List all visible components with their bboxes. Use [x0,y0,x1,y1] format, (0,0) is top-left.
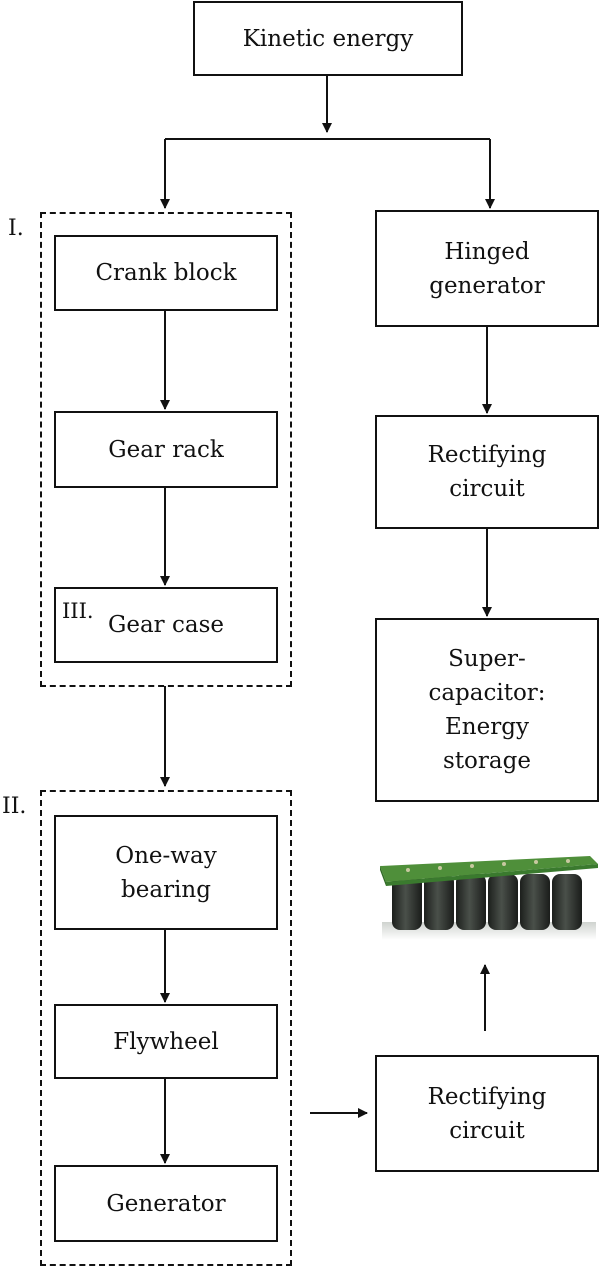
group-one-dashed [40,212,292,687]
hinged-generator-node: Hinged generator [375,210,599,327]
group-one-label: I. [8,216,24,241]
gear-case-node: Gear case [54,587,278,663]
rectifying-circuit-top-node: Rectifying circuit [375,415,599,529]
kinetic-energy-node: Kinetic energy [193,1,463,76]
capacitor-cells [392,874,582,930]
rectifying-circuit-bottom-node: Rectifying circuit [375,1055,599,1172]
generator-node: Generator [54,1165,278,1242]
flywheel-node: Flywheel [54,1004,278,1079]
group-two-label: II. [2,794,27,819]
one-way-bearing-node: One-way bearing [54,815,278,930]
pcb-board [380,856,598,886]
gear-rack-node: Gear rack [54,411,278,488]
crank-block-node: Crank block [54,235,278,311]
group-two-dashed [40,790,292,1266]
gear-case-tag: III. [62,599,94,623]
supercapacitor-bank-image [380,856,598,940]
supercapacitor-node: Super- capacitor: Energy storage [375,618,599,802]
gear-case-label: Gear case [107,612,224,638]
